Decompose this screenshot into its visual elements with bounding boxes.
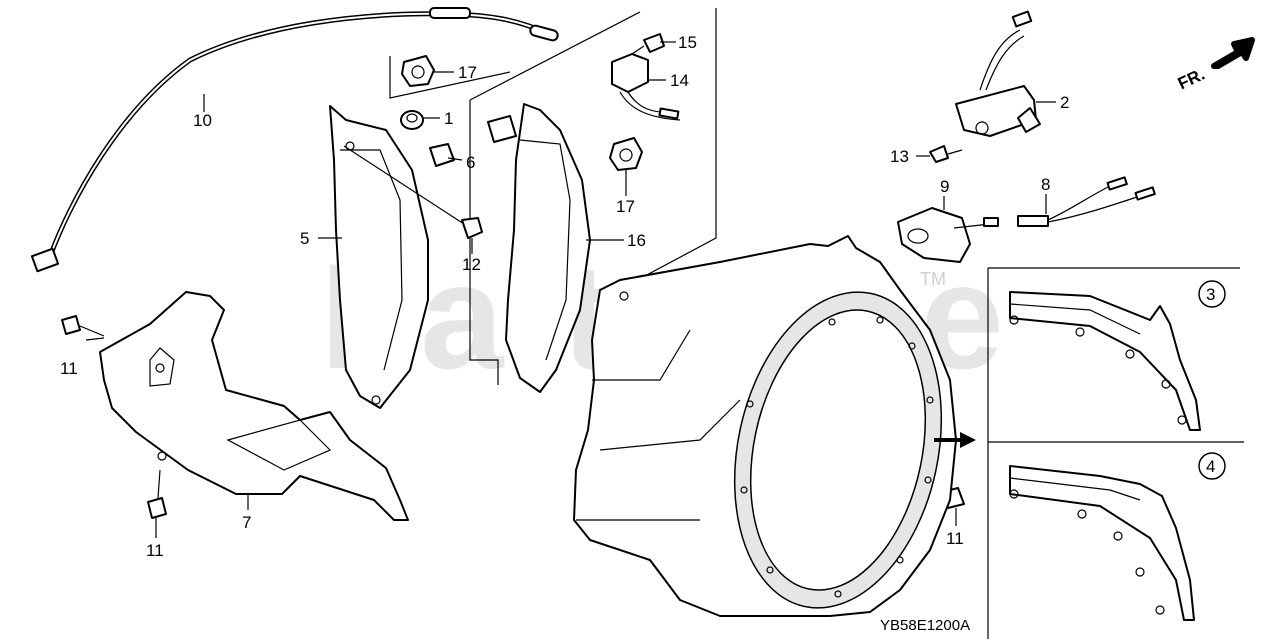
inset-4-detail: 4 <box>1009 452 1226 621</box>
screw-part-13 <box>929 145 963 163</box>
clip-part-17-second <box>609 137 643 171</box>
callout-13: 13 <box>890 147 909 166</box>
front-direction-label: FR. <box>1175 65 1208 94</box>
inset-3-detail: 3 <box>1009 280 1226 431</box>
bolt-part-15 <box>631 33 665 55</box>
shroud-part-7 <box>99 291 409 521</box>
callout-14: 14 <box>670 71 689 90</box>
bolt-part-12 <box>343 145 483 239</box>
callout-7: 7 <box>242 513 251 532</box>
clip-part-6 <box>429 143 455 167</box>
callout-8: 8 <box>1041 175 1050 194</box>
leader-lines <box>85 41 1056 538</box>
callout-15: 15 <box>678 33 697 52</box>
callout-10: 10 <box>193 111 212 130</box>
divider-group-b-top <box>469 11 641 101</box>
bolt-part-11-bottom <box>147 469 167 519</box>
diagram-code: YB58E1200A <box>880 617 970 634</box>
cover-plate-part-16 <box>487 103 591 393</box>
inset-panels: 3 4 <box>934 267 1244 639</box>
front-direction-indicator: FR. <box>1175 37 1255 94</box>
cover-plate-part-5 <box>329 105 429 409</box>
switch-part-14 <box>611 53 681 121</box>
callout-2: 2 <box>1060 93 1069 112</box>
blower-housing <box>573 235 957 617</box>
inset-3-number: 3 <box>1206 285 1215 304</box>
callout-11-left: 11 <box>60 359 78 378</box>
grommet-part-1 <box>400 110 424 130</box>
callout-12: 12 <box>462 255 481 274</box>
callout-6: 6 <box>466 153 475 172</box>
callout-17: 17 <box>458 63 477 82</box>
cable-part-10 <box>30 7 559 273</box>
callout-11-bottom: 11 <box>146 541 164 560</box>
wire-harness-part-8 <box>1017 176 1156 227</box>
callout-1: 1 <box>444 109 453 128</box>
bolt-part-11-left <box>61 315 105 337</box>
clip-part-17 <box>401 55 435 87</box>
callout-5: 5 <box>300 229 309 248</box>
grommet-switch-part-9 <box>897 207 999 263</box>
callout-labels: 10 17 15 14 1 6 2 13 17 16 5 12 9 8 11 1… <box>60 33 1069 560</box>
callout-17-second: 17 <box>616 197 635 216</box>
trademark-text: TM <box>920 269 946 289</box>
callout-9: 9 <box>940 177 949 196</box>
inset-4-number: 4 <box>1206 457 1215 476</box>
module-part-2 <box>955 10 1041 137</box>
callout-11-right: 11 <box>946 529 964 548</box>
callout-16: 16 <box>627 231 646 250</box>
divider-group-a <box>389 56 511 99</box>
